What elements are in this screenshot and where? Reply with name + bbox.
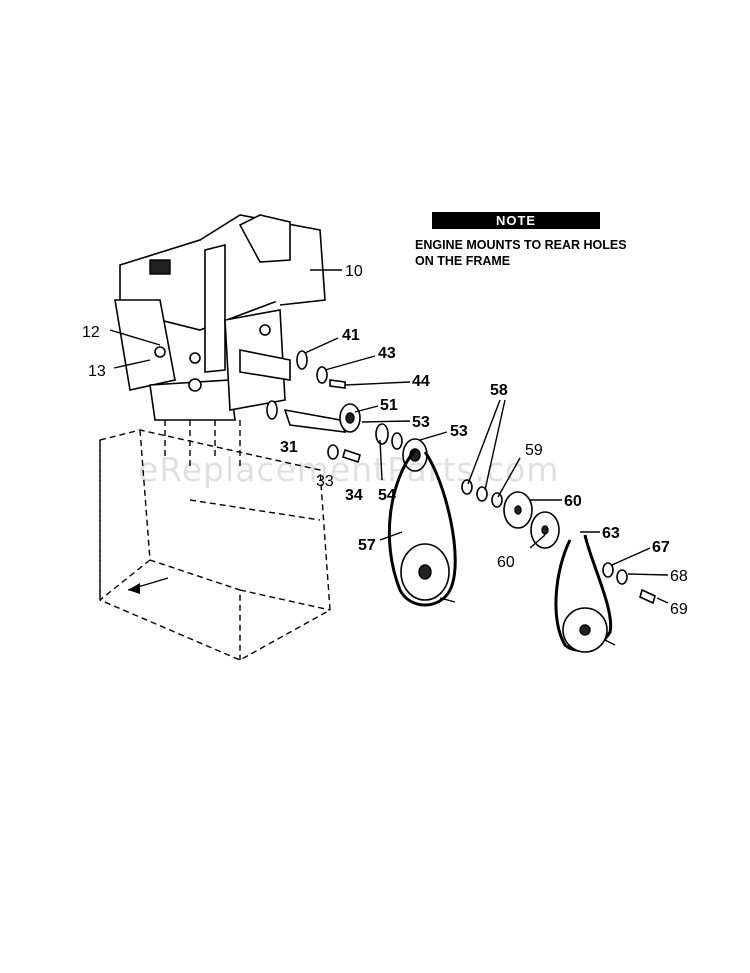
note-text-line-1: ENGINE MOUNTS TO REAR HOLES [415,238,627,252]
callout-31: 31 [280,439,298,456]
callout-labels: 10 12 13 41 43 44 51 53 53 31 33 34 54 5… [82,263,688,618]
note-text-line-2: ON THE FRAME [415,254,511,268]
callout-68: 68 [670,568,688,585]
callout-69: 69 [670,601,688,618]
callout-10: 10 [345,263,363,280]
callout-53-a: 53 [412,414,430,431]
callout-41: 41 [342,327,360,344]
callout-44: 44 [412,373,430,390]
callout-43: 43 [378,345,396,362]
callout-60-b: 60 [497,554,515,571]
callout-12: 12 [82,324,100,341]
watermark: eReplacementParts.com [138,450,560,489]
belt-63 [554,534,656,653]
callout-67: 67 [652,539,670,556]
callout-51: 51 [380,397,398,414]
callout-60-a: 60 [564,493,582,510]
callout-13: 13 [88,363,106,380]
engine [114,214,326,470]
callout-34: 34 [345,487,363,504]
callout-57: 57 [358,537,376,554]
callout-53-b: 53 [450,423,468,440]
callout-59: 59 [525,442,543,459]
callout-54: 54 [378,487,396,504]
shaft-assembly [266,350,503,508]
callout-33: 33 [316,473,334,490]
note-text: ENGINE MOUNTS TO REAR HOLES ON THE FRAME [415,237,715,269]
callout-58: 58 [490,382,508,399]
callout-63: 63 [602,525,620,542]
pulley-set [503,491,560,549]
note-heading: NOTE [432,212,600,229]
leader-lines [109,269,669,604]
belt-57 [387,449,457,607]
frame-outline [99,429,331,661]
